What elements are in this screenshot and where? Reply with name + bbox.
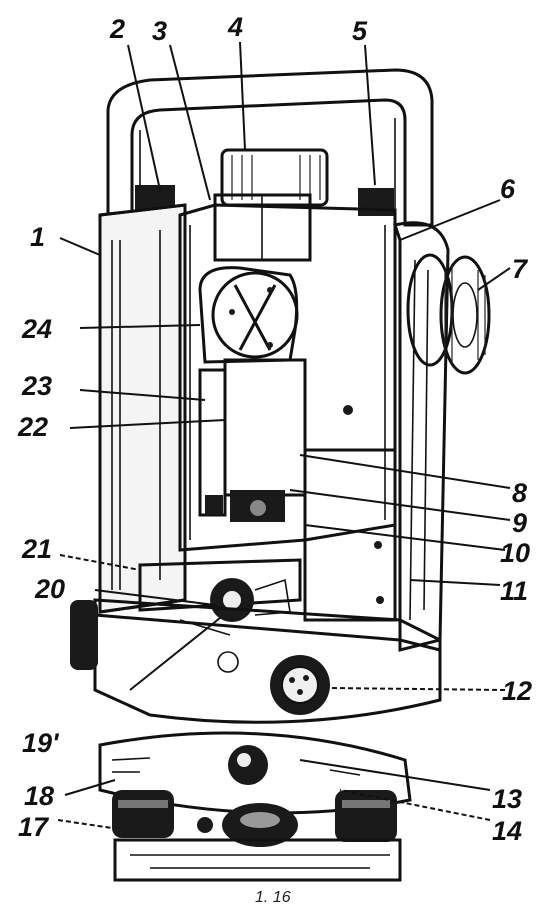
alidade-body: [93, 598, 442, 724]
callout-18: 18: [24, 781, 54, 811]
callout-5: 5: [352, 16, 368, 46]
callout-12: 12: [502, 676, 532, 706]
instrument-body: [70, 68, 491, 882]
micro-motion-screw: [270, 655, 330, 715]
right-standard: [393, 221, 450, 652]
callout-1: 1: [30, 222, 45, 252]
callout-23: 23: [21, 371, 52, 401]
vertical-circle-knob: [406, 253, 491, 375]
foot-screw-center: [222, 803, 298, 847]
leader-lines: [57, 41, 511, 829]
right-lower-block: [303, 448, 397, 622]
micrometer-window: [198, 266, 299, 364]
callout-3: 3: [152, 16, 167, 46]
handle-screw-right: [358, 188, 394, 216]
eyepiece: [213, 148, 329, 262]
callout-22: 22: [17, 412, 48, 442]
callout-2: 2: [109, 14, 125, 44]
callout-11: 11: [500, 576, 528, 606]
callout-19: 19': [22, 728, 60, 758]
sight-tube: [198, 368, 227, 517]
callout-20: 20: [34, 574, 65, 604]
focusing-drum: [223, 358, 307, 522]
foot-screw-left: [112, 790, 174, 838]
foot-screw-right: [335, 790, 397, 842]
tribrach: [98, 731, 412, 815]
callout-4: 4: [227, 12, 243, 42]
figure-caption: 1. 16: [255, 889, 291, 906]
callout-labels: 1 2 3 4 5 6 7 8 9 10 11 12 13 14 17 18 1…: [17, 12, 532, 846]
side-knob: [70, 600, 98, 670]
callout-24: 24: [21, 314, 52, 344]
base-plate: [113, 838, 402, 882]
callout-8: 8: [512, 478, 527, 508]
callout-7: 7: [512, 254, 529, 284]
callout-14: 14: [492, 816, 522, 846]
callout-13: 13: [492, 784, 522, 814]
callout-21: 21: [21, 534, 52, 564]
callout-10: 10: [500, 538, 530, 568]
callout-17: 17: [18, 812, 50, 842]
callout-6: 6: [500, 174, 516, 204]
callout-9: 9: [512, 508, 527, 538]
